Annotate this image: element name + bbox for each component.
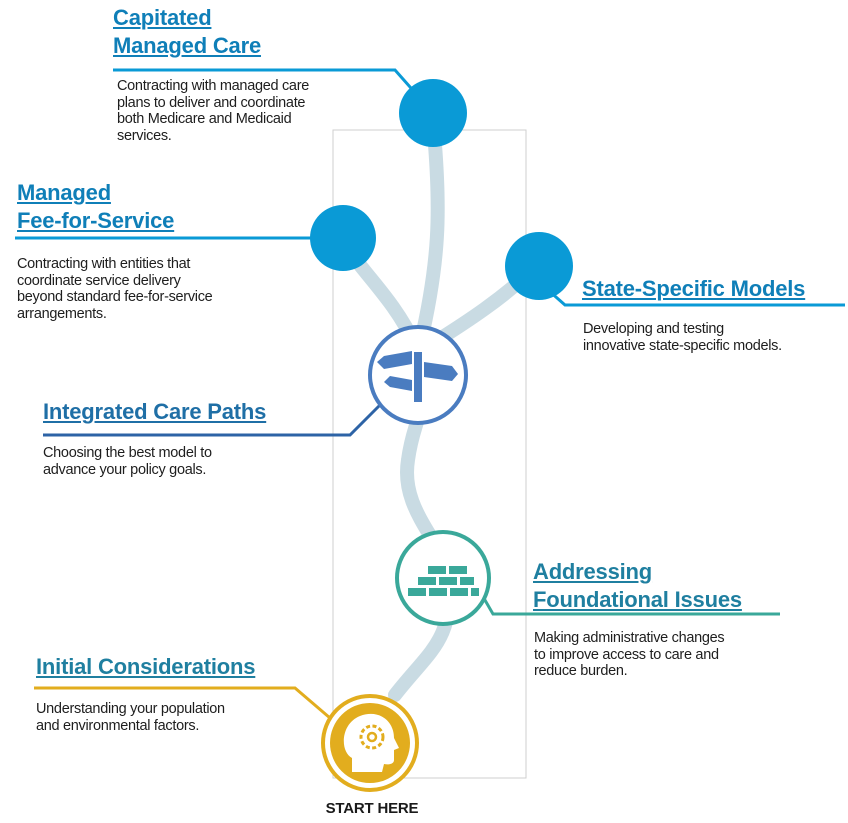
foundational-desc-line: to improve access to care and [534,646,719,663]
managed-ffs-desc-line: arrangements. [17,305,107,322]
gear-icon [359,724,385,750]
foundational-desc-line: reduce burden. [534,663,628,679]
initial-desc-line: Understanding your population [36,701,225,717]
capitated-description: Contracting with managed care plans to d… [117,78,309,144]
managed-ffs-desc-line: coordinate service delivery [17,272,181,289]
node-state-specific[interactable] [505,232,573,300]
head-gear-icon [343,713,399,772]
signpost-sign-left-top [377,351,412,369]
integrated-description: Choosing the best model to advance your … [43,445,212,478]
signpost-pole [414,352,422,402]
foundational-title-line1[interactable]: Addressing [533,559,653,584]
node-foundational[interactable] [395,530,491,626]
managed-ffs-desc-line: Contracting with entities that [17,256,191,272]
managed-ffs-description: Contracting with entities that coordinat… [17,256,213,322]
state-specific-title[interactable]: State-Specific Models [582,276,806,301]
signpost-icon [377,351,458,402]
managed-ffs-title-line2[interactable]: Fee-for-Service [17,208,175,233]
capitated-desc-line: both Medicare and Medicaid [117,111,292,127]
state-specific-desc-line: innovative state-specific models. [583,337,782,354]
node-capitated[interactable] [399,79,467,147]
capitated-title-line2[interactable]: Managed Care [113,33,261,58]
state-specific-description: Developing and testing innovative state-… [583,321,782,354]
initial-title[interactable]: Initial Considerations [36,654,256,679]
path-branch-center [413,138,445,352]
foundational-desc-line: Making administrative changes [534,630,725,646]
state-specific-desc-line: Developing and testing [583,321,724,337]
leader-integrated [43,403,382,437]
managed-ffs-desc-line: beyond standard fee-for-service [17,289,213,305]
signpost-sign-right [424,362,458,381]
leader-lines [15,68,845,720]
managed-ffs-title-line1[interactable]: Managed [17,180,111,205]
initial-desc-line: and environmental factors. [36,717,200,734]
start-here-label: START HERE [325,800,419,817]
integrated-desc-line: advance your policy goals. [43,461,207,478]
leader-initial [34,686,331,720]
capitated-title-line1[interactable]: Capitated [113,5,212,30]
gear-hub [366,731,378,743]
capitated-desc-line: services. [117,127,172,144]
node-initial[interactable] [321,694,419,792]
capitated-desc-line: Contracting with managed care [117,78,309,94]
initial-description: Understanding your population and enviro… [36,701,225,734]
signpost-sign-left-bottom [384,376,412,391]
head-silhouette [343,713,399,772]
brick-wall-icon [408,566,479,596]
foundational-title-line2[interactable]: Foundational Issues [533,587,742,612]
leader-capitated [113,68,420,97]
integrated-title[interactable]: Integrated Care Paths [43,399,267,424]
foundational-description: Making administrative changes to improve… [534,630,725,680]
capitated-desc-line: plans to deliver and coordinate [117,94,306,111]
node-integrated[interactable] [368,325,468,425]
integrated-desc-line: Choosing the best model to [43,445,212,461]
node-managed-ffs[interactable] [310,205,376,271]
